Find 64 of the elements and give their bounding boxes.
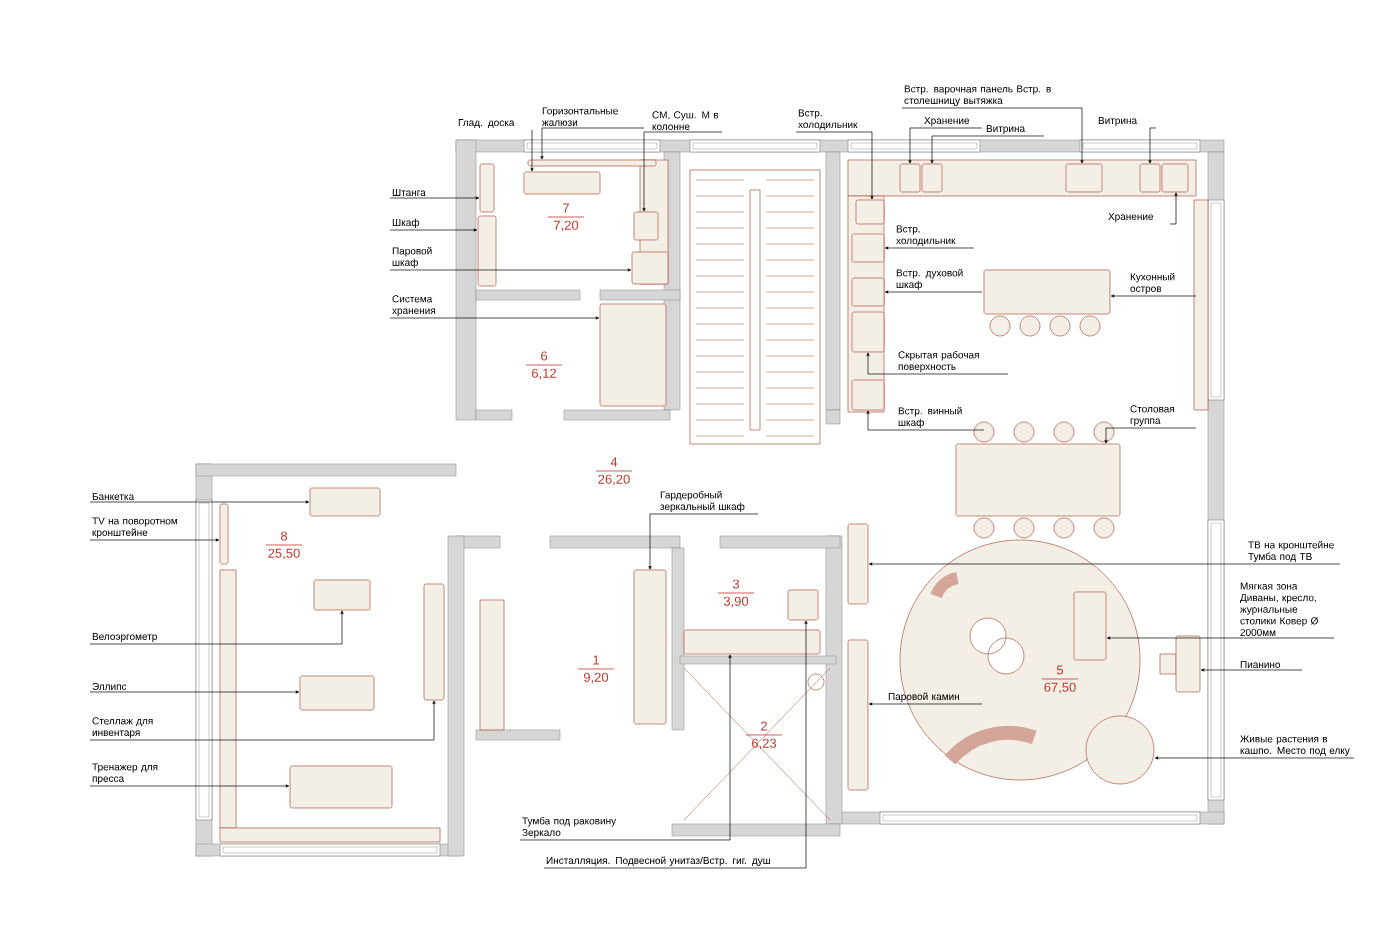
leader-line [389, 228, 478, 232]
wardrobe [633, 569, 667, 725]
leader-line [89, 610, 344, 645]
storage-cabinet [1161, 163, 1189, 193]
leader-line [1169, 192, 1178, 225]
leader-line [89, 784, 290, 788]
kitchen-island [983, 269, 1111, 315]
tv-bracket [219, 503, 229, 565]
leader-line [519, 654, 732, 841]
oven [851, 277, 885, 307]
leader-line [908, 127, 983, 164]
leader-line [1106, 636, 1335, 640]
leader-line [1104, 427, 1197, 444]
leader-line [868, 702, 983, 706]
leader-line [389, 268, 632, 272]
display-cabinet [921, 163, 943, 193]
leader-line [530, 129, 534, 172]
wardrobe [477, 215, 497, 287]
leader-line [901, 107, 1084, 164]
window-blind [527, 159, 657, 167]
leader-line [884, 290, 983, 294]
leader-line [884, 246, 975, 250]
leader-line [89, 700, 436, 741]
storage-cabinet [899, 163, 921, 193]
steam-cabinet [631, 251, 669, 285]
bench [309, 487, 381, 517]
leader-line [930, 135, 1045, 164]
tv-unit [847, 523, 869, 605]
leader-line [540, 127, 645, 160]
shelving [423, 583, 445, 701]
leader-line [89, 500, 310, 504]
cooktop [1065, 163, 1103, 193]
ironing-board [523, 171, 601, 195]
leader-line [1200, 668, 1303, 672]
fridge [855, 199, 885, 225]
leader-line [389, 316, 600, 320]
leader-line [642, 131, 723, 212]
leader-line [866, 410, 985, 431]
leader-line [866, 352, 1009, 375]
fireplace [847, 639, 869, 791]
toilet [787, 589, 819, 621]
dining-table [955, 443, 1121, 517]
leader-line [543, 620, 808, 869]
worktop [851, 311, 885, 353]
leader-line [389, 196, 480, 200]
washer-column [633, 211, 659, 241]
elliptical-trainer [299, 675, 375, 711]
leader-line [795, 131, 874, 200]
sofa [1073, 591, 1107, 661]
leader-line [89, 690, 300, 694]
leader-line [648, 513, 759, 570]
display-cabinet [1139, 163, 1161, 193]
fridge [851, 233, 885, 263]
leader-line [89, 538, 220, 542]
wine-cabinet [851, 379, 885, 411]
plant-pot [1085, 715, 1155, 785]
vanity-unit [683, 629, 821, 655]
leader-line [1154, 756, 1355, 760]
storage-unit [599, 303, 667, 407]
exercise-bike [313, 579, 371, 611]
leader-line [1110, 294, 1197, 298]
leader-line [1148, 127, 1157, 164]
leader-line [868, 562, 1341, 566]
ab-trainer [289, 765, 393, 809]
